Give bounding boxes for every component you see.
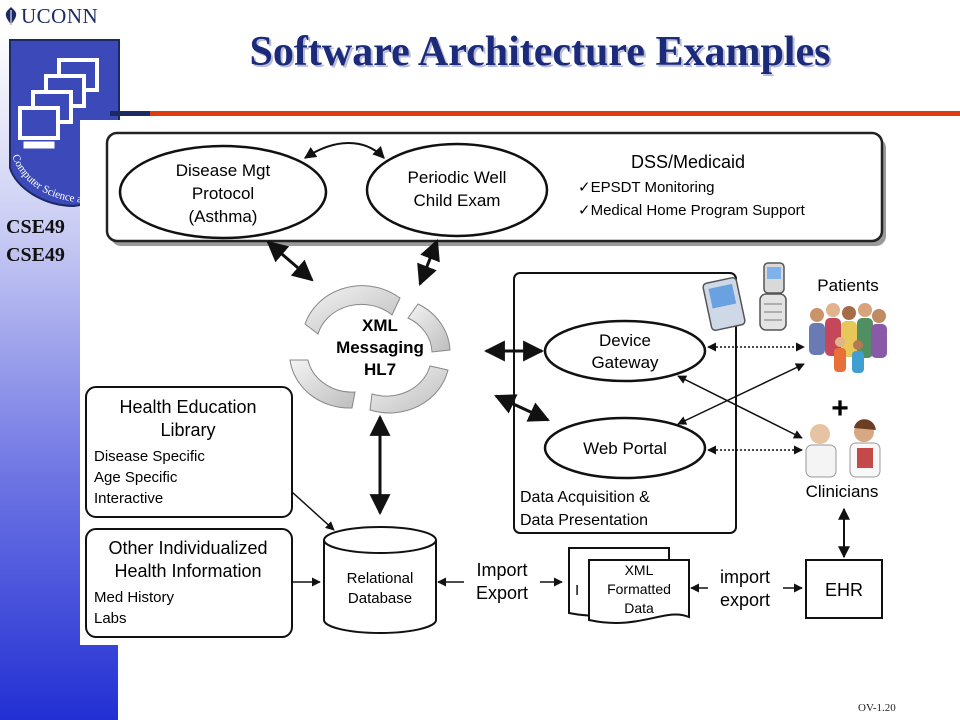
computer-stack-icon	[18, 58, 99, 149]
cell-phone-icon	[759, 262, 787, 331]
import-export-right-2: export	[720, 590, 770, 610]
data-acquisition-line-2: Data Presentation	[520, 512, 648, 529]
xml-data-line-2: Formatted	[607, 581, 671, 597]
course-label-2: CSE49	[6, 244, 65, 266]
xml-messaging-line-1: XML	[362, 316, 398, 335]
clinicians-icon	[805, 419, 881, 478]
relational-database-node	[323, 526, 437, 634]
xml-messaging-hub	[289, 285, 451, 414]
disease-mgt-node	[118, 144, 328, 240]
relational-database-line-2: Database	[348, 590, 412, 607]
arrow-library-database	[291, 491, 335, 531]
disease-mgt-line-1: Disease Mgt	[176, 161, 271, 180]
patients-group-icon	[809, 303, 887, 373]
other-info-item-1: Med History	[94, 589, 175, 606]
xml-data-line-1: XML	[625, 562, 654, 578]
dss-item-1: ✓EPSDT Monitoring	[578, 179, 715, 196]
import-export-left-2: Export	[476, 583, 528, 603]
architecture-diagram: Disease Mgt Protocol (Asthma) Periodic W…	[80, 120, 900, 645]
arrow-periodic-xml	[417, 239, 440, 286]
device-gateway-line-1: Device	[599, 331, 651, 350]
device-gateway-node	[543, 319, 707, 383]
ehr-box	[805, 559, 883, 619]
periodic-well-line-1: Periodic Well	[408, 168, 507, 187]
xml-messaging-line-3: HL7	[364, 360, 396, 379]
relational-database-line-1: Relational	[347, 570, 414, 587]
title-rule-accent	[150, 111, 960, 116]
web-portal-label: Web Portal	[583, 439, 667, 458]
health-education-item-2: Age Specific	[94, 469, 178, 486]
health-education-title-1: Health Education	[119, 397, 256, 417]
arrow-webportal-patients	[677, 363, 805, 425]
xml-data-line-3: Data	[624, 600, 654, 616]
other-info-item-2: Labs	[94, 610, 127, 627]
xml-data-back-label: I	[575, 582, 579, 599]
import-export-right-1: import	[720, 567, 770, 587]
other-info-title-1: Other Individualized	[108, 538, 267, 558]
title-rule-dark	[110, 111, 150, 116]
pda-icon	[702, 276, 746, 332]
arrow-disease-periodic	[304, 142, 385, 159]
disease-mgt-line-2: Protocol	[192, 184, 254, 203]
slide-title: Software Architecture Examples	[249, 29, 831, 75]
web-portal-node	[543, 416, 707, 480]
periodic-well-line-2: Child Exam	[414, 191, 501, 210]
xml-messaging-line-2: Messaging	[336, 338, 424, 357]
arrow-xml-webportal	[494, 394, 550, 422]
arrow-disease-xml	[266, 240, 314, 282]
oak-leaf-icon	[5, 7, 17, 25]
page-number: OV-1.20	[858, 702, 896, 714]
patients-label: Patients	[817, 276, 878, 295]
other-info-title-2: Health Information	[114, 561, 261, 581]
uconn-logo-text: UCONN	[21, 4, 99, 28]
course-label-1: CSE49	[6, 216, 65, 238]
device-gateway-line-2: Gateway	[591, 353, 659, 372]
health-education-item-1: Disease Specific	[94, 448, 205, 465]
dss-title: DSS/Medicaid	[631, 152, 745, 172]
health-education-title-2: Library	[160, 420, 215, 440]
health-education-item-3: Interactive	[94, 490, 163, 507]
health-education-box	[85, 386, 293, 518]
xml-data-doc-front	[588, 559, 690, 624]
plus-sign: +	[831, 392, 849, 425]
import-export-left-1: Import	[476, 560, 527, 580]
disease-mgt-line-3: (Asthma)	[189, 207, 258, 226]
data-acquisition-line-1: Data Acquisition &	[520, 489, 650, 506]
other-info-box	[85, 528, 293, 638]
uconn-logo: UCONN	[4, 4, 98, 29]
ehr-label: EHR	[825, 580, 863, 600]
periodic-well-node	[365, 142, 549, 238]
clinicians-label: Clinicians	[806, 482, 879, 501]
dss-item-2: ✓Medical Home Program Support	[578, 202, 806, 219]
